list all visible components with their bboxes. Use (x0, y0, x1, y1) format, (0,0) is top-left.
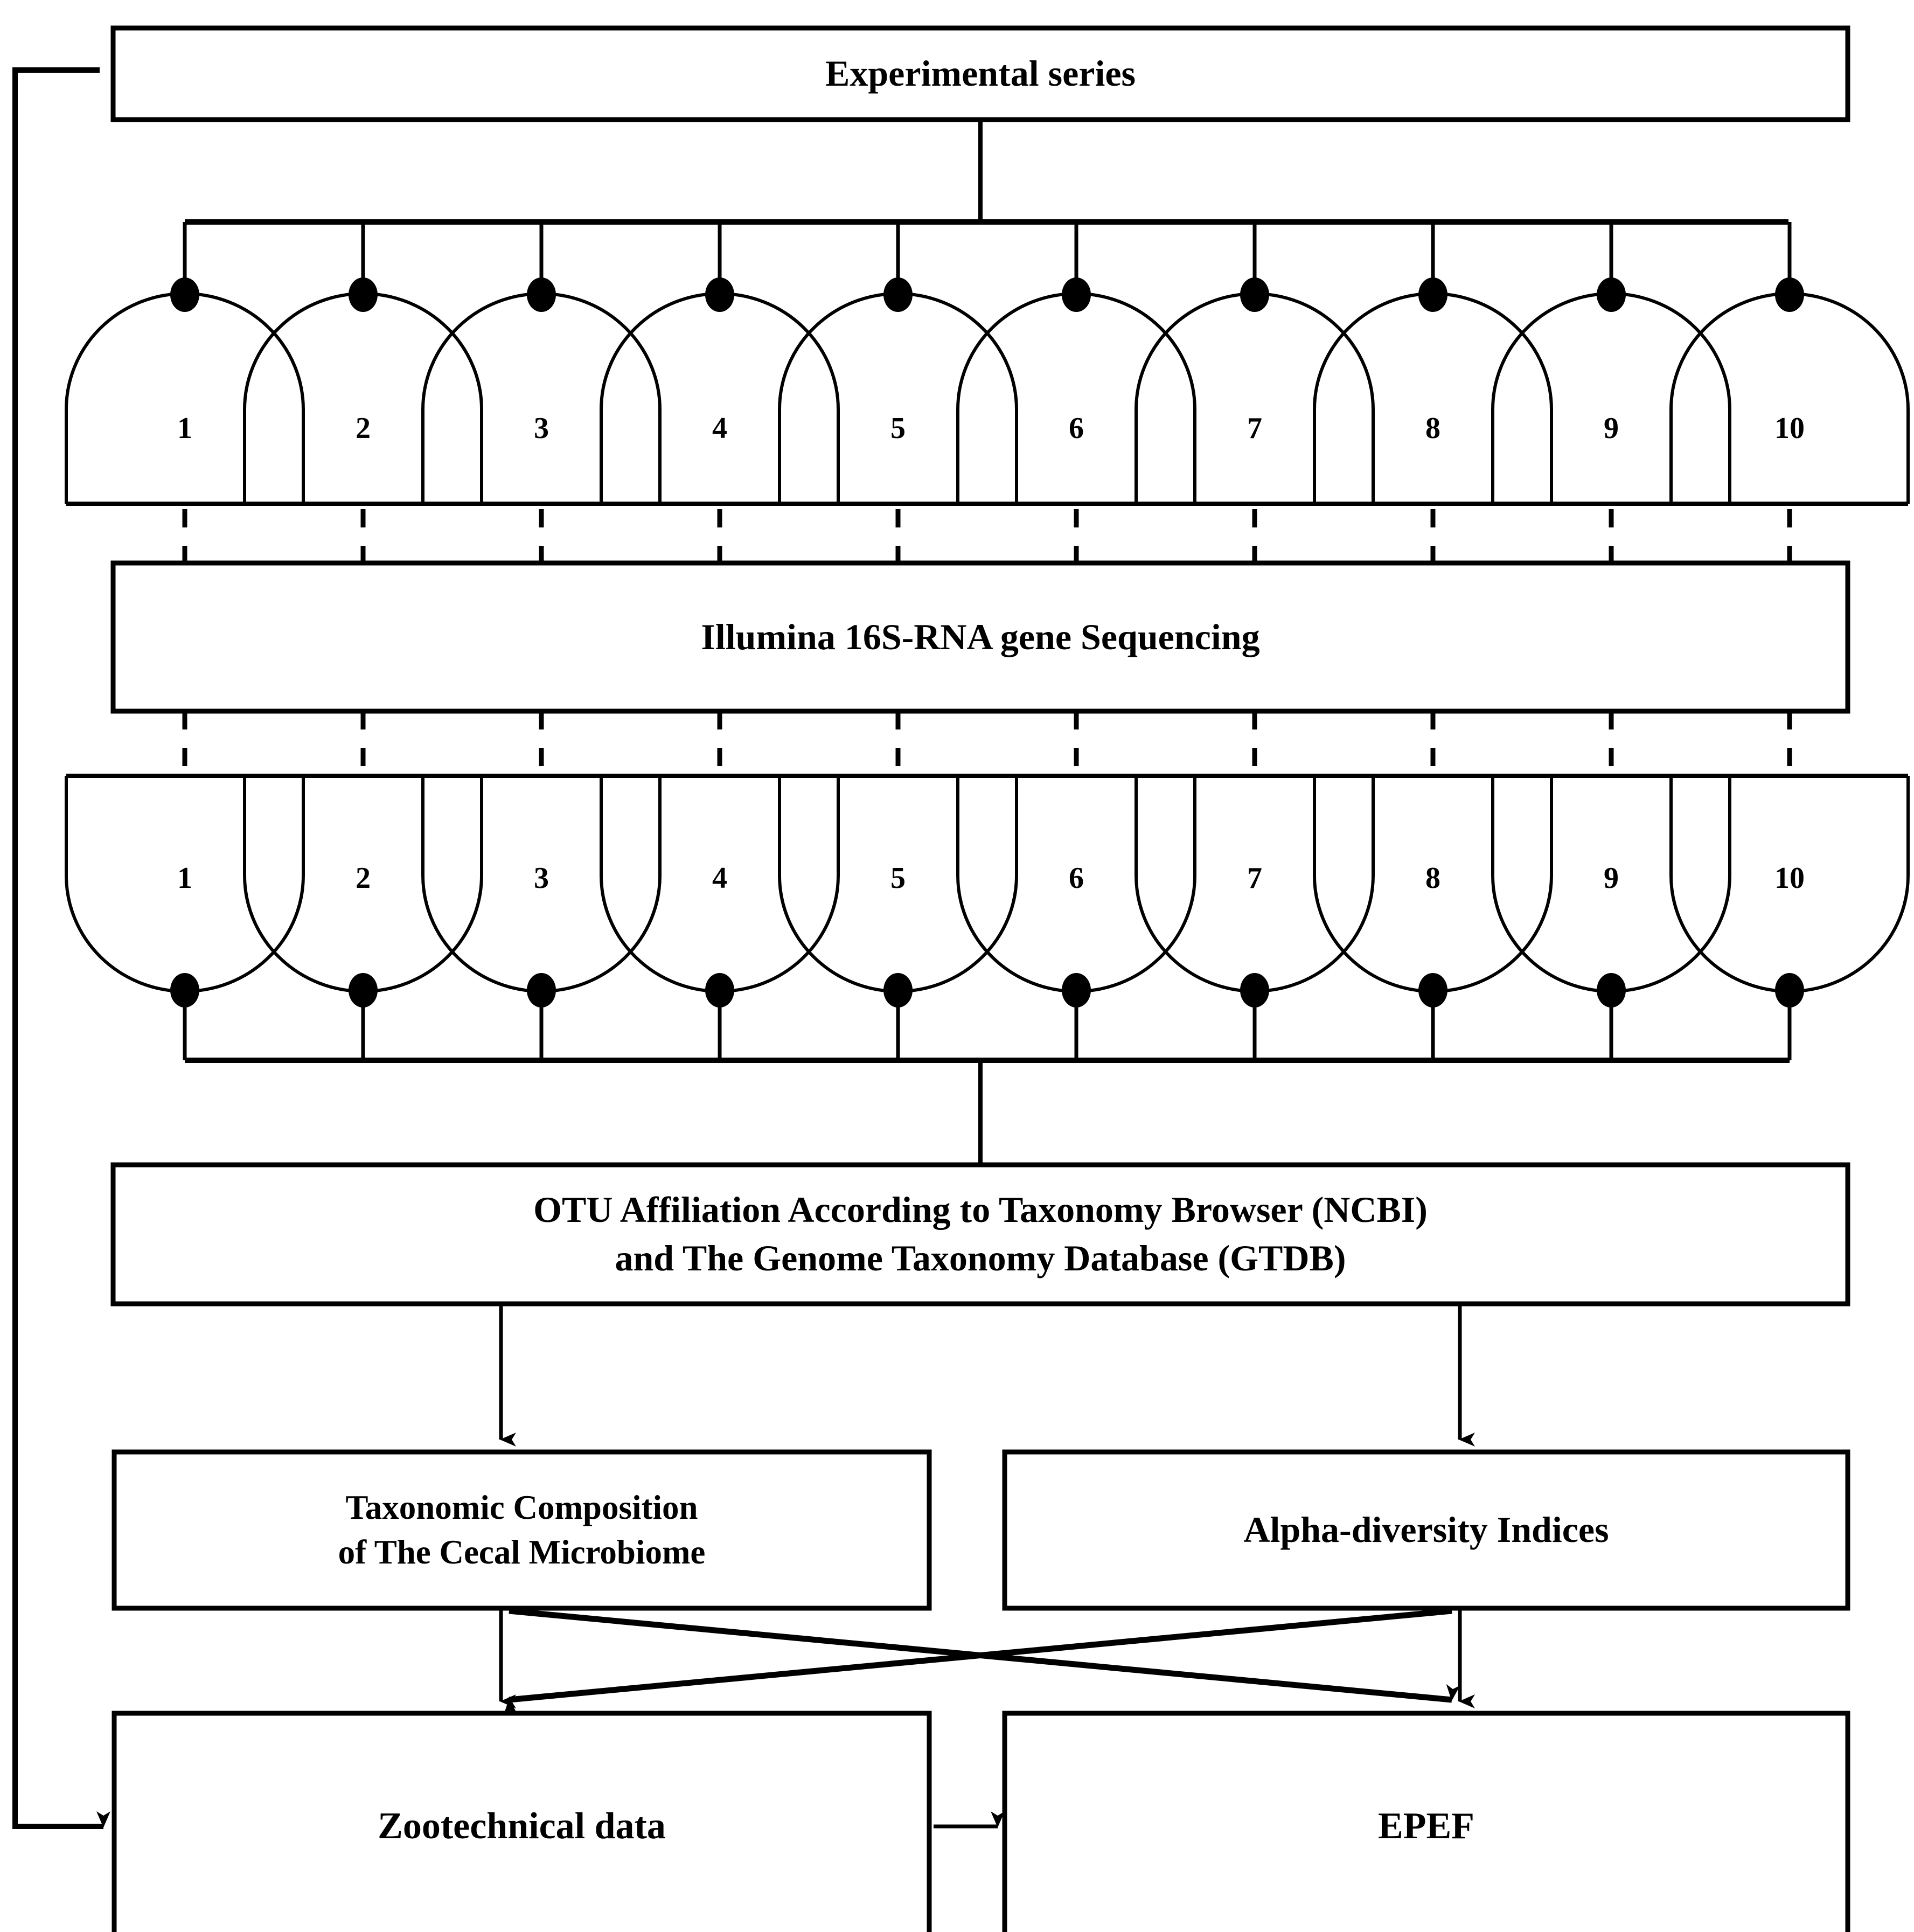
sample-number-top-9: 9 (1604, 412, 1619, 445)
sample-number-top-6: 6 (1069, 412, 1084, 445)
sample-number-bottom-7: 7 (1247, 861, 1262, 895)
sample-number-top-2: 2 (356, 412, 371, 445)
arch-top-10 (1669, 292, 1910, 504)
sample-number-top-3: 3 (534, 412, 549, 445)
sample-arches-top (65, 292, 1910, 504)
sample-number-top-7: 7 (1247, 412, 1262, 445)
drop-lines-top (183, 222, 1792, 294)
arch-top-4 (600, 292, 840, 504)
dashed-links-to-sequencing (182, 509, 1792, 563)
sample-number-top-4: 4 (712, 412, 727, 445)
box-taxonomic-composition (112, 1449, 932, 1611)
box-experimental-series (110, 25, 1850, 122)
sample-dots-top (170, 277, 1804, 312)
sample-number-bottom-8: 8 (1425, 861, 1440, 895)
arch-top-7 (1135, 292, 1375, 504)
sample-number-bottom-1: 1 (177, 861, 192, 895)
arrow-feedback-loop (12, 67, 110, 1829)
sample-number-top-10: 10 (1774, 412, 1805, 445)
connector-lines (12, 67, 1910, 1829)
sample-number-top-8: 8 (1425, 412, 1440, 445)
sample-number-bottom-3: 3 (534, 861, 549, 895)
sample-number-bottom-2: 2 (356, 861, 371, 895)
sample-number-top-5: 5 (890, 412, 906, 445)
arch-top-3 (421, 292, 662, 504)
sample-number-bottom-9: 9 (1604, 861, 1619, 895)
riser-lines-bottom (183, 990, 1792, 1060)
arch-top-5 (778, 292, 1018, 504)
box-epef (1002, 1711, 1850, 1932)
box-alpha-diversity (1002, 1449, 1850, 1611)
arch-top-1 (65, 292, 305, 504)
sample-number-bottom-4: 4 (712, 861, 727, 895)
arch-top-6 (956, 292, 1196, 504)
arch-top-8 (1313, 292, 1553, 504)
sample-number-bottom-5: 5 (890, 861, 906, 895)
sample-arches-bottom (65, 776, 1910, 993)
box-sequencing (110, 560, 1850, 714)
arrow-alpha-to-zootechnical (503, 1608, 1452, 1716)
arch-top-2 (243, 292, 483, 504)
sample-number-bottom-10: 10 (1774, 861, 1805, 895)
dashed-links-from-sequencing (182, 711, 1792, 776)
sample-number-bottom-6: 6 (1069, 861, 1084, 895)
box-otu-affiliation (110, 1162, 1850, 1306)
sample-number-top-1: 1 (177, 412, 192, 445)
box-zootechnical-data (112, 1711, 932, 1932)
arch-top-9 (1491, 292, 1731, 504)
